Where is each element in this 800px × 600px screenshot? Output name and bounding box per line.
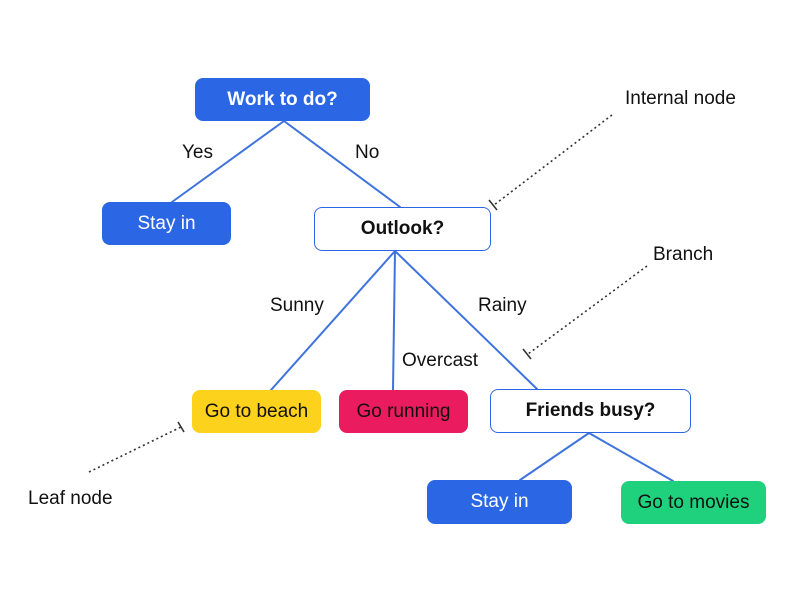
edge-outlook-to-running <box>392 250 396 391</box>
internal-node-callout-tick <box>488 199 498 211</box>
branch-label-no: No <box>355 142 380 163</box>
node-stay-in-bottom: Stay in <box>427 480 572 524</box>
edge-outlook-to-beach <box>270 250 396 391</box>
edge-work-to-stay-in <box>171 120 285 203</box>
node-go-to-beach: Go to beach <box>192 390 321 433</box>
node-go-to-movies: Go to movies <box>621 481 766 524</box>
callout-lines <box>88 114 648 473</box>
node-go-running: Go running <box>339 390 468 433</box>
branch-label-sunny: Sunny <box>270 295 324 316</box>
edge-friends-to-stay-in <box>519 432 590 481</box>
edge-friends-to-movies <box>588 432 674 482</box>
edge-outlook-to-friends-busy <box>394 250 538 390</box>
annotation-internal-node: Internal node <box>625 88 736 109</box>
annotation-branch: Branch <box>653 244 714 265</box>
branch-label-overcast: Overcast <box>402 350 479 371</box>
leaf-node-callout-line <box>88 426 182 473</box>
branch-label-rainy: Rainy <box>478 295 527 316</box>
leaf-node-callout-tick <box>177 421 185 433</box>
internal-node-callout-line <box>493 114 613 206</box>
node-outlook: Outlook? <box>314 207 491 251</box>
branch-label-yes: Yes <box>182 142 213 163</box>
callout-end-ticks <box>177 199 532 433</box>
branch-callout-line <box>527 265 648 355</box>
tree-edges <box>171 120 674 482</box>
node-work-to-do: Work to do? <box>195 78 370 121</box>
edge-work-to-outlook <box>283 120 401 208</box>
annotation-leaf-node: Leaf node <box>28 488 113 509</box>
node-stay-in-left: Stay in <box>102 202 231 245</box>
branch-callout-tick <box>522 348 532 360</box>
node-friends-busy: Friends busy? <box>490 389 691 433</box>
